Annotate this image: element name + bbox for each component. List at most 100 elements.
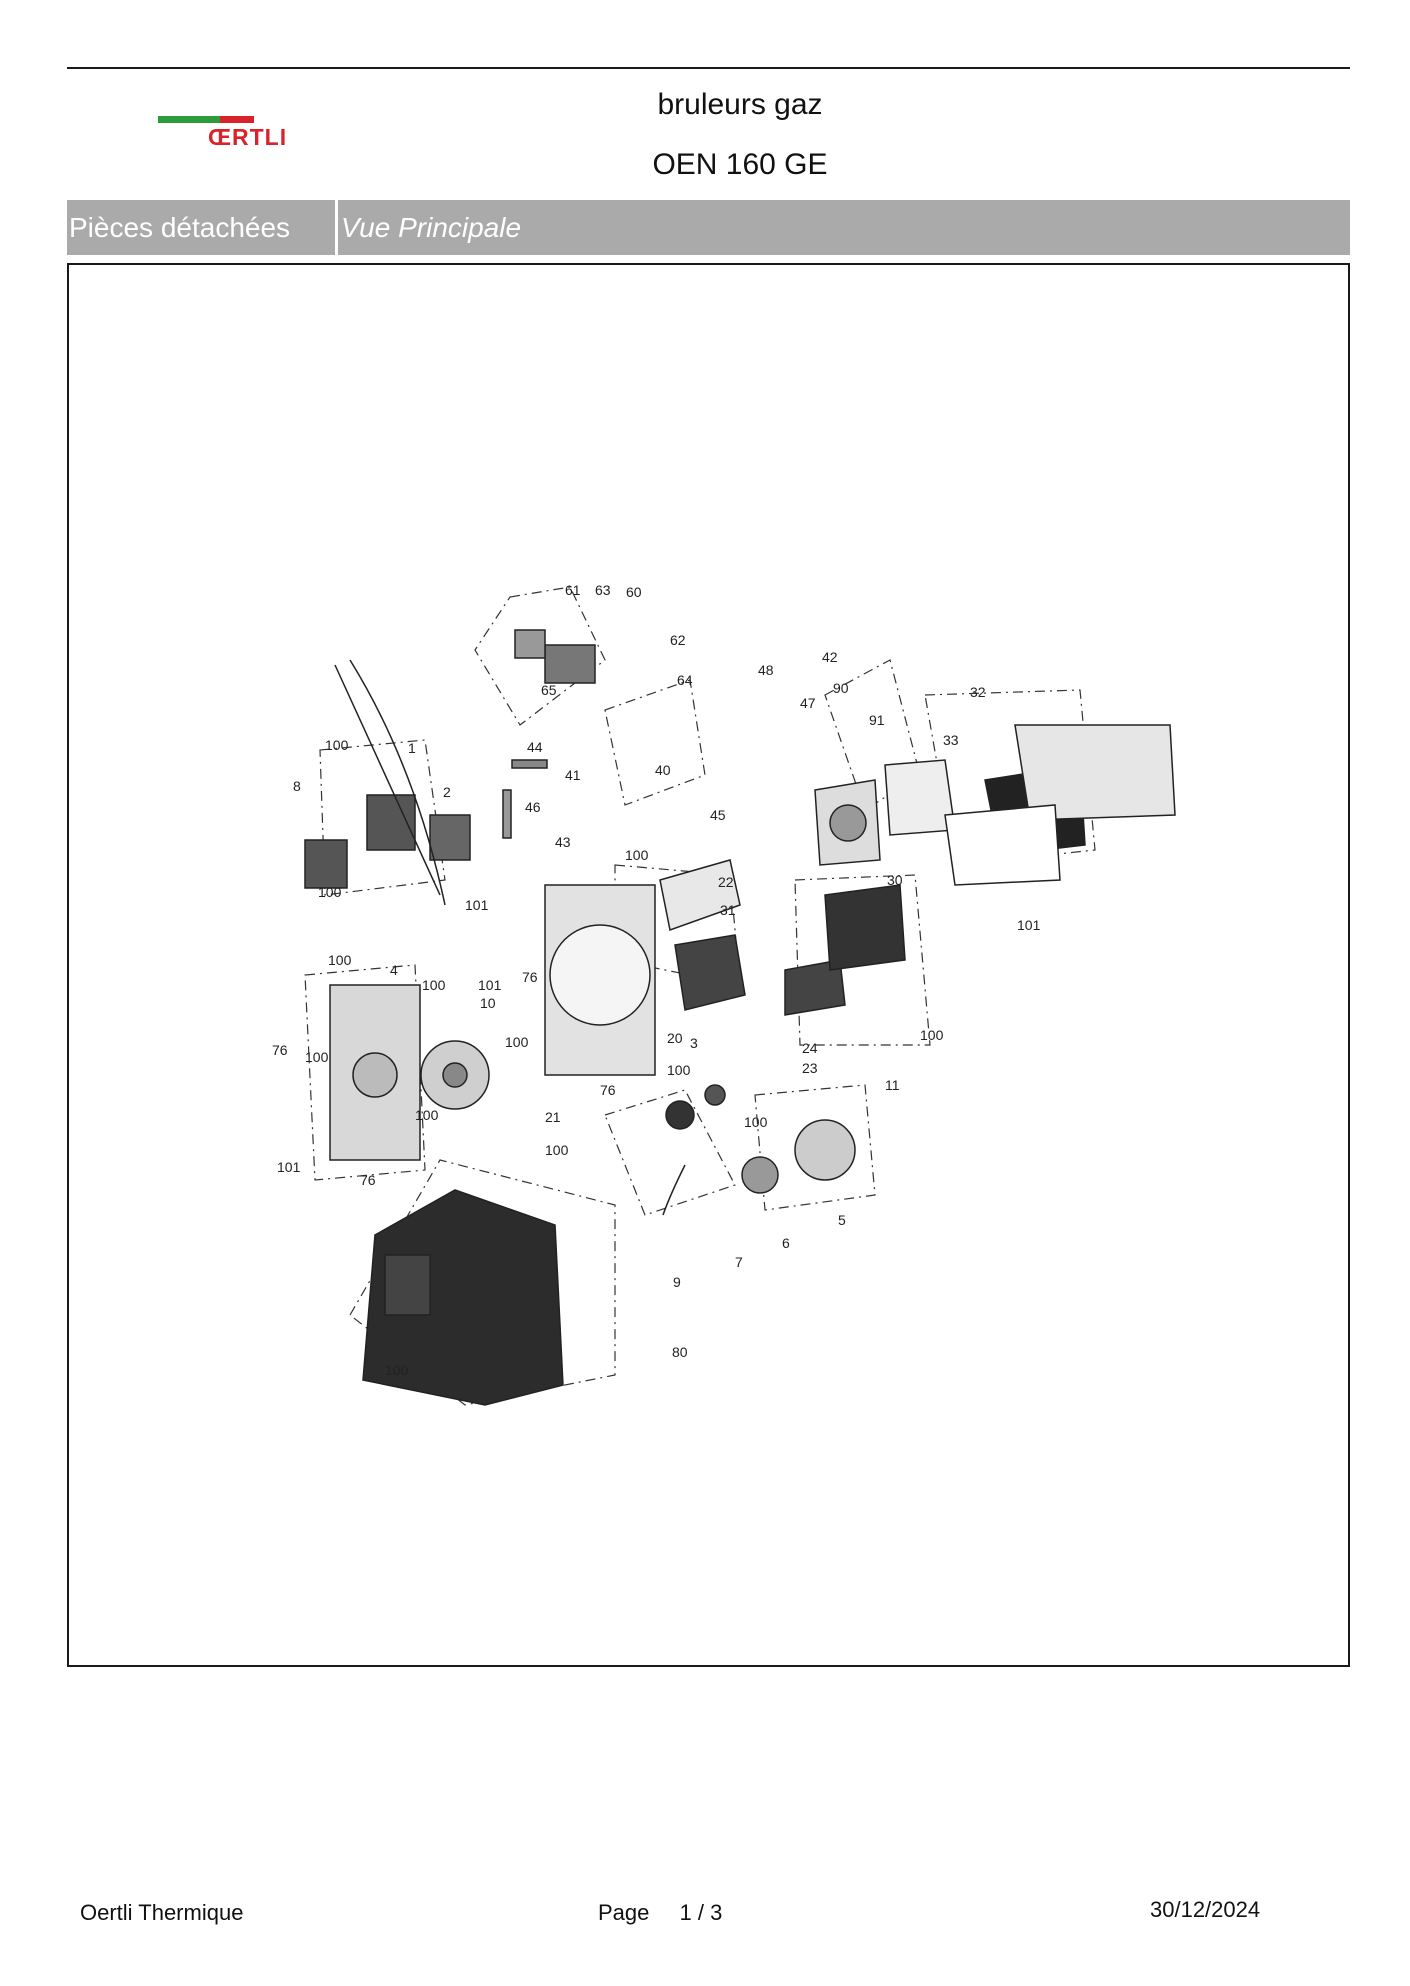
- electrode-holder: [502, 789, 512, 839]
- part-label-101c: 101: [478, 977, 502, 993]
- part-label-76b: 76: [272, 1042, 288, 1058]
- document-title: bruleurs gaz: [657, 88, 823, 121]
- valve-actuator: [514, 629, 546, 659]
- part-label-62: 62: [670, 632, 686, 648]
- part-label-101b: 101: [465, 897, 489, 913]
- part-label-11: 11: [885, 1077, 900, 1093]
- gas-valve-block: [544, 644, 596, 684]
- part-label-9: 9: [673, 1274, 681, 1290]
- part-label-100e: 100: [422, 977, 446, 993]
- part-label-8: 8: [293, 778, 301, 794]
- part-label-40: 40: [655, 762, 671, 778]
- fan-wheel-hub: [442, 1062, 468, 1088]
- part-label-76a: 76: [522, 969, 538, 985]
- cable-harness-a: [334, 664, 441, 896]
- model-title: OEN 160 GE: [652, 148, 828, 181]
- logo-red-bar: [220, 116, 254, 123]
- part-label-101a: 101: [1017, 917, 1041, 933]
- part-label-44: 44: [527, 739, 543, 755]
- air-plate: [674, 934, 746, 1011]
- footer-company: Oertli Thermique: [80, 1900, 244, 1925]
- part-label-3: 3: [690, 1035, 698, 1051]
- footer-page-label: Page: [598, 1900, 650, 1925]
- cover-window: [384, 1254, 431, 1316]
- group-outline-pump: [604, 1089, 736, 1216]
- part-label-100l: 100: [545, 1142, 569, 1158]
- part-label-100h: 100: [305, 1049, 329, 1065]
- part-label-30: 30: [887, 872, 903, 888]
- part-label-100i: 100: [667, 1062, 691, 1078]
- logo-wordmark: ŒRTLI: [208, 124, 288, 150]
- part-label-5: 5: [838, 1212, 846, 1228]
- group-outline-controls: [474, 586, 606, 726]
- part-label-100k: 100: [744, 1114, 768, 1130]
- part-label-101d: 101: [277, 1159, 301, 1175]
- part-label-32: 32: [970, 684, 986, 700]
- part-label-4: 4: [390, 962, 398, 978]
- part-label-76d: 76: [360, 1172, 376, 1188]
- part-label-7: 7: [735, 1254, 743, 1270]
- group-outline-airbox: [794, 874, 931, 1046]
- top-rule: [67, 67, 1350, 69]
- part-label-100f: 100: [920, 1027, 944, 1043]
- pressure-switch: [741, 1156, 779, 1194]
- exploded-view-diagram: 61 63 60 62 64 65 48 42 90 47 91 32 33 1…: [272, 582, 1176, 1406]
- part-label-100d: 100: [328, 952, 352, 968]
- section-label-spare-parts: Pièces détachées: [69, 212, 291, 243]
- part-label-20: 20: [667, 1030, 683, 1046]
- footer-date: 30/12/2024: [1150, 1897, 1261, 1922]
- pump-coupling: [665, 1100, 695, 1130]
- section-header-bar: Pièces détachées Vue Principale: [67, 200, 1350, 255]
- part-label-100b: 100: [625, 847, 649, 863]
- logo-green-bar: [158, 116, 220, 123]
- control-box: [366, 794, 416, 851]
- part-label-60: 60: [626, 584, 642, 600]
- part-label-64: 64: [677, 672, 693, 688]
- part-label-41: 41: [565, 767, 581, 783]
- burner-cover: [362, 1189, 564, 1406]
- rear-cover-frame: [1014, 724, 1176, 821]
- part-label-63: 63: [595, 582, 611, 598]
- flange-gasket: [884, 759, 956, 836]
- part-label-90: 90: [833, 680, 849, 696]
- part-label-21: 21: [545, 1109, 561, 1125]
- part-label-100m: 100: [385, 1362, 409, 1378]
- housing-opening: [352, 1052, 398, 1098]
- part-label-24: 24: [802, 1040, 818, 1056]
- part-label-61: 61: [565, 582, 581, 598]
- group-outline-electrode: [604, 679, 706, 806]
- part-label-10: 10: [480, 995, 496, 1011]
- part-label-33: 33: [943, 732, 959, 748]
- part-label-47: 47: [800, 695, 816, 711]
- part-label-100j: 100: [415, 1107, 439, 1123]
- part-label-6: 6: [782, 1235, 790, 1251]
- fan-volute: [549, 924, 651, 1026]
- part-label-48: 48: [758, 662, 774, 678]
- hose: [662, 1164, 686, 1216]
- group-outline-control-box: [319, 739, 446, 896]
- ignition-transformer: [429, 814, 471, 861]
- air-box: [824, 884, 906, 971]
- part-label-100g: 100: [505, 1034, 529, 1050]
- part-label-45: 45: [710, 807, 726, 823]
- part-label-76c: 76: [600, 1082, 616, 1098]
- part-label-46: 46: [525, 799, 541, 815]
- footer-page-value: 1 / 3: [679, 1900, 723, 1925]
- oertli-logo: ŒRTLI: [158, 114, 308, 154]
- section-divider: [335, 200, 338, 255]
- relay-module: [304, 839, 348, 889]
- part-label-43: 43: [555, 834, 571, 850]
- blast-tube: [659, 859, 741, 931]
- cable-harness-b: [349, 659, 446, 906]
- part-label-31: 31: [720, 902, 736, 918]
- part-label-91: 91: [869, 712, 885, 728]
- footer-pagination: Page 1 / 3: [598, 1900, 722, 1926]
- section-label-view: Vue Principale: [341, 212, 522, 243]
- part-label-22: 22: [718, 874, 734, 890]
- group-outline-motor: [754, 1084, 876, 1211]
- coupling-disc: [704, 1084, 726, 1106]
- part-label-80: 80: [672, 1344, 688, 1360]
- part-label-23: 23: [802, 1060, 818, 1076]
- flange-opening: [829, 804, 867, 842]
- air-damper: [784, 959, 846, 1016]
